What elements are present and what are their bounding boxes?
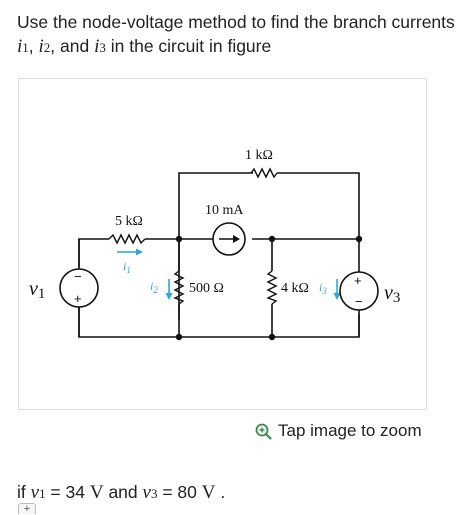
current-source-label: 10 mA [205,203,244,218]
given-v1-unit: V [89,482,104,503]
v1-label-sub: 1 [38,286,46,302]
voltage-source-v3: + − v3 [339,271,400,311]
i1-subscript: 1 [22,40,29,55]
ground-dot-1 [175,333,183,341]
i2-label-sub: 2 [153,285,158,295]
resistor-500: 500 Ω [173,270,224,305]
resistor-4k: 4 kΩ [266,270,309,305]
given-and: and [103,482,143,502]
v1-label: v [29,278,38,300]
given-v1-symbol: v [30,482,40,503]
v3-label: v [384,282,393,304]
tap-to-zoom-button[interactable]: Tap image to zoom [255,420,422,442]
expand-button[interactable]: + [18,503,36,515]
svg-text:i2: i2 [150,279,158,295]
v3-minus: − [355,294,363,309]
current-source-10mA: 10 mA [205,203,246,256]
resistor-1k-label: 1 kΩ [245,148,273,163]
svg-text:v3: v3 [384,282,400,306]
circuit-figure[interactable]: 1 kΩ 5 kΩ i1 10 mA 500 Ω i2 [18,78,427,410]
svg-text:i1: i1 [123,259,131,275]
i3-label: i [319,280,322,294]
resistor-500-label: 500 Ω [189,281,224,296]
given-values: if v1 = 34 V and v3 = 80 V . [17,482,225,504]
node-c-dot [355,235,363,243]
given-v3-symbol: v [142,482,151,503]
circuit-wires [78,172,360,338]
svg-text:i3: i3 [319,280,327,296]
node-b-dot [268,235,276,243]
i2-symbol: i [38,36,44,57]
v3-plus: + [354,273,362,288]
i3-arrow: i3 [319,279,341,300]
i3-symbol: i [94,36,100,57]
i1-label-sub: 1 [126,265,131,275]
resistor-4k-label: 4 kΩ [281,281,309,296]
separator-1: , [28,36,39,56]
voltage-source-v1: − + v1 [29,268,99,308]
given-v1-sub: 1 [39,486,46,501]
i3-subscript: 3 [99,40,106,55]
given-end: . [215,482,226,502]
question-text: Use the node-voltage method to find the … [17,10,457,60]
tap-to-zoom-label: Tap image to zoom [278,421,422,440]
question-intro: Use the node-voltage method to find the … [17,12,455,32]
given-if: if [17,482,31,502]
given-v1-eq: = 34 [45,482,90,502]
separator-2: , and [50,36,95,56]
v1-minus: − [74,269,82,284]
i2-arrow: i2 [150,279,173,300]
i3-label-sub: 3 [321,286,327,296]
v3-label-sub: 3 [393,290,401,306]
circuit-diagram: 1 kΩ 5 kΩ i1 10 mA 500 Ω i2 [29,148,400,341]
i2-subscript: 2 [43,40,51,55]
resistor-5k-label: 5 kΩ [115,214,143,229]
resistor-5k: 5 kΩ [108,214,146,245]
given-v3-eq: = 80 [157,482,202,502]
svg-text:v1: v1 [29,278,45,302]
given-v3-unit: V [201,482,216,503]
i1-arrow: i1 [117,248,143,275]
given-v3-sub: 3 [150,486,158,501]
i1-symbol: i [17,36,23,57]
resistor-1k: 1 kΩ [245,148,278,179]
ground-dot-2 [268,333,276,341]
v1-plus: + [74,291,82,306]
question-outro: in the circuit in figure [105,36,272,56]
node-dots [175,235,363,341]
i2-label: i [150,279,153,293]
i1-label: i [123,259,126,273]
node-a-dot [175,235,183,243]
zoom-in-icon [255,423,272,440]
